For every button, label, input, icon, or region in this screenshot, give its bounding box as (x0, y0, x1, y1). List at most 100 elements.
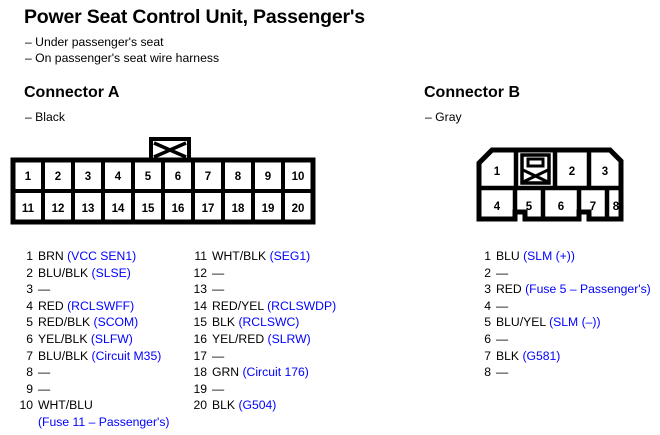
pin-number: 7 (26, 348, 33, 363)
svg-text:8: 8 (613, 201, 620, 213)
legend-row: 6— (472, 331, 651, 348)
pin-number: 15 (193, 315, 207, 330)
connector-a-pin-numbers-bottom: 11 12 13 14 15 16 17 18 19 20 (22, 203, 304, 215)
svg-text:8: 8 (235, 171, 242, 183)
svg-text:17: 17 (202, 203, 215, 215)
signal-name: (RCLSWC) (238, 315, 300, 330)
wire-color: RED (38, 298, 64, 313)
pin-number: 3 (484, 282, 491, 297)
pin-number: 4 (26, 298, 33, 313)
pin-number: 6 (484, 331, 491, 346)
connector-a-legend-column-2: 11 WHT/BLK (SEG1) 12— 13 — 14 RED/YEL (RCLS… (188, 248, 336, 414)
signal-name: (SEG1) (269, 249, 311, 263)
connector-a-latch-icon (149, 137, 191, 162)
subtitle-location: – Under passenger's seat (25, 35, 164, 49)
wire-color: YEL/BLK (38, 331, 88, 346)
wire-color: RED (496, 282, 522, 297)
pin-number: 14 (193, 298, 207, 313)
page-title: Power Seat Control Unit, Passenger's (24, 6, 365, 28)
signal-name: (RCLSWDP) (267, 298, 337, 313)
connector-b-color-note: – Gray (425, 110, 462, 124)
pin-number: 17 (193, 348, 207, 363)
svg-text:10: 10 (292, 171, 305, 183)
svg-text:1: 1 (25, 171, 32, 183)
pin-number: 5 (26, 315, 33, 330)
legend-row: 11 WHT/BLK (SEG1) (188, 248, 336, 265)
wire-color: — (212, 381, 224, 396)
svg-text:20: 20 (292, 203, 305, 215)
pin-number: 19 (193, 381, 207, 396)
connector-a-diagram: 1 2 3 4 5 6 7 8 9 10 11 12 13 14 15 16 1… (10, 136, 330, 231)
signal-name: (G504) (238, 398, 277, 413)
pin-number: 7 (484, 348, 491, 363)
signal-name: (SCOM) (93, 315, 139, 330)
signal-name: (SLM (–)) (549, 315, 601, 330)
pin-number: 8 (484, 365, 491, 380)
connector-a-pin-numbers-top: 1 2 3 4 5 6 7 8 9 10 (25, 171, 305, 183)
pin-number: 5 (484, 315, 491, 330)
wire-color: — (496, 298, 508, 313)
connector-b-pin-numbers: 1 2 3 4 5 6 7 8 (494, 166, 620, 213)
signal-name: (RCLSWFF) (67, 298, 135, 313)
wire-color: WHT/BLK (212, 249, 267, 263)
wire-color: RED/YEL (212, 298, 264, 313)
svg-text:9: 9 (265, 171, 271, 183)
pin-number: 9 (26, 381, 33, 396)
wire-color: BLU/BLK (38, 265, 89, 280)
connector-b-heading: Connector B (424, 84, 520, 101)
svg-text:11: 11 (22, 203, 35, 215)
signal-name: (SLFW) (90, 331, 133, 346)
svg-text:16: 16 (172, 203, 185, 215)
svg-text:7: 7 (590, 201, 596, 213)
wire-color: — (496, 365, 508, 380)
legend-row: 3— (14, 281, 170, 298)
wire-color: BLK (212, 398, 236, 413)
connector-a-color-note: – Black (25, 110, 65, 124)
svg-text:18: 18 (232, 203, 245, 215)
connector-a-heading: Connector A (24, 84, 120, 101)
wire-color: RED/BLK (38, 315, 91, 330)
wire-color: BLU (496, 249, 520, 263)
svg-text:19: 19 (262, 203, 275, 215)
svg-text:7: 7 (205, 171, 211, 183)
pin-number: 11 (194, 249, 207, 263)
legend-row: 19 — (188, 381, 336, 398)
legend-row: 5 RED/BLK (SCOM) (14, 314, 170, 331)
legend-row: 13 — (188, 281, 336, 298)
signal-name: (SLRW) (267, 331, 311, 346)
wire-color: GRN (212, 365, 240, 380)
svg-text:3: 3 (602, 166, 608, 178)
wire-color: — (38, 365, 50, 380)
svg-text:1: 1 (494, 166, 501, 178)
legend-row: 8— (14, 364, 170, 381)
signal-name: (SLM (+)) (523, 249, 575, 263)
svg-text:14: 14 (112, 203, 125, 215)
pin-number: 13 (193, 282, 207, 297)
legend-row: 4— (472, 298, 651, 315)
pin-number: 2 (484, 265, 491, 280)
signal-name: (Circuit M35) (91, 348, 162, 363)
pin-number: 10 (19, 398, 33, 413)
legend-row: 2— (472, 265, 651, 282)
wire-color: — (212, 282, 224, 297)
svg-text:2: 2 (569, 166, 575, 178)
legend-row: 12— (188, 265, 336, 282)
wire-color: — (212, 348, 224, 363)
signal-name-continuation: (Fuse 11 – Passenger's) (38, 414, 170, 429)
wire-color: — (212, 265, 224, 280)
signal-name: (SLSE) (91, 265, 131, 280)
wire-color: — (496, 331, 508, 346)
subtitle-harness: – On passenger's seat wire harness (25, 51, 220, 65)
wire-color: BRN (38, 249, 64, 263)
signal-name: (G581) (522, 348, 561, 363)
svg-text:2: 2 (55, 171, 61, 183)
